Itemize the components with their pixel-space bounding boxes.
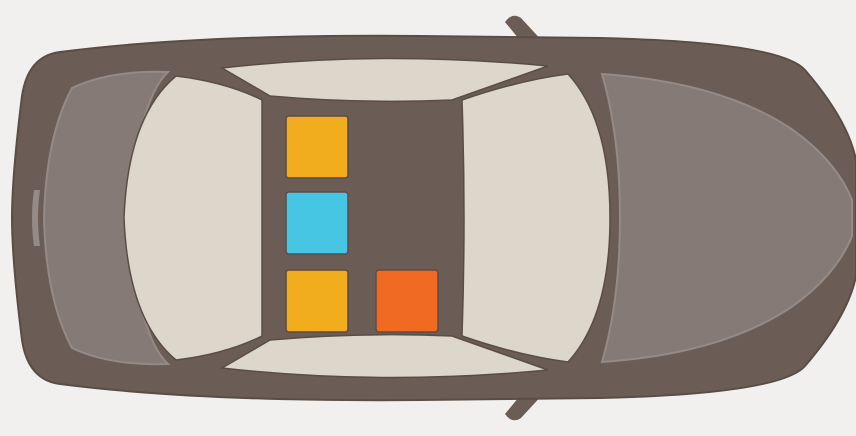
seat-middle-left[interactable] — [286, 192, 348, 254]
seat-front-left[interactable] — [286, 116, 348, 178]
seat-rear-left[interactable] — [286, 270, 348, 332]
front-cabin — [124, 76, 262, 360]
rear-cabin — [462, 74, 610, 362]
seat-rear-right[interactable] — [376, 270, 438, 332]
